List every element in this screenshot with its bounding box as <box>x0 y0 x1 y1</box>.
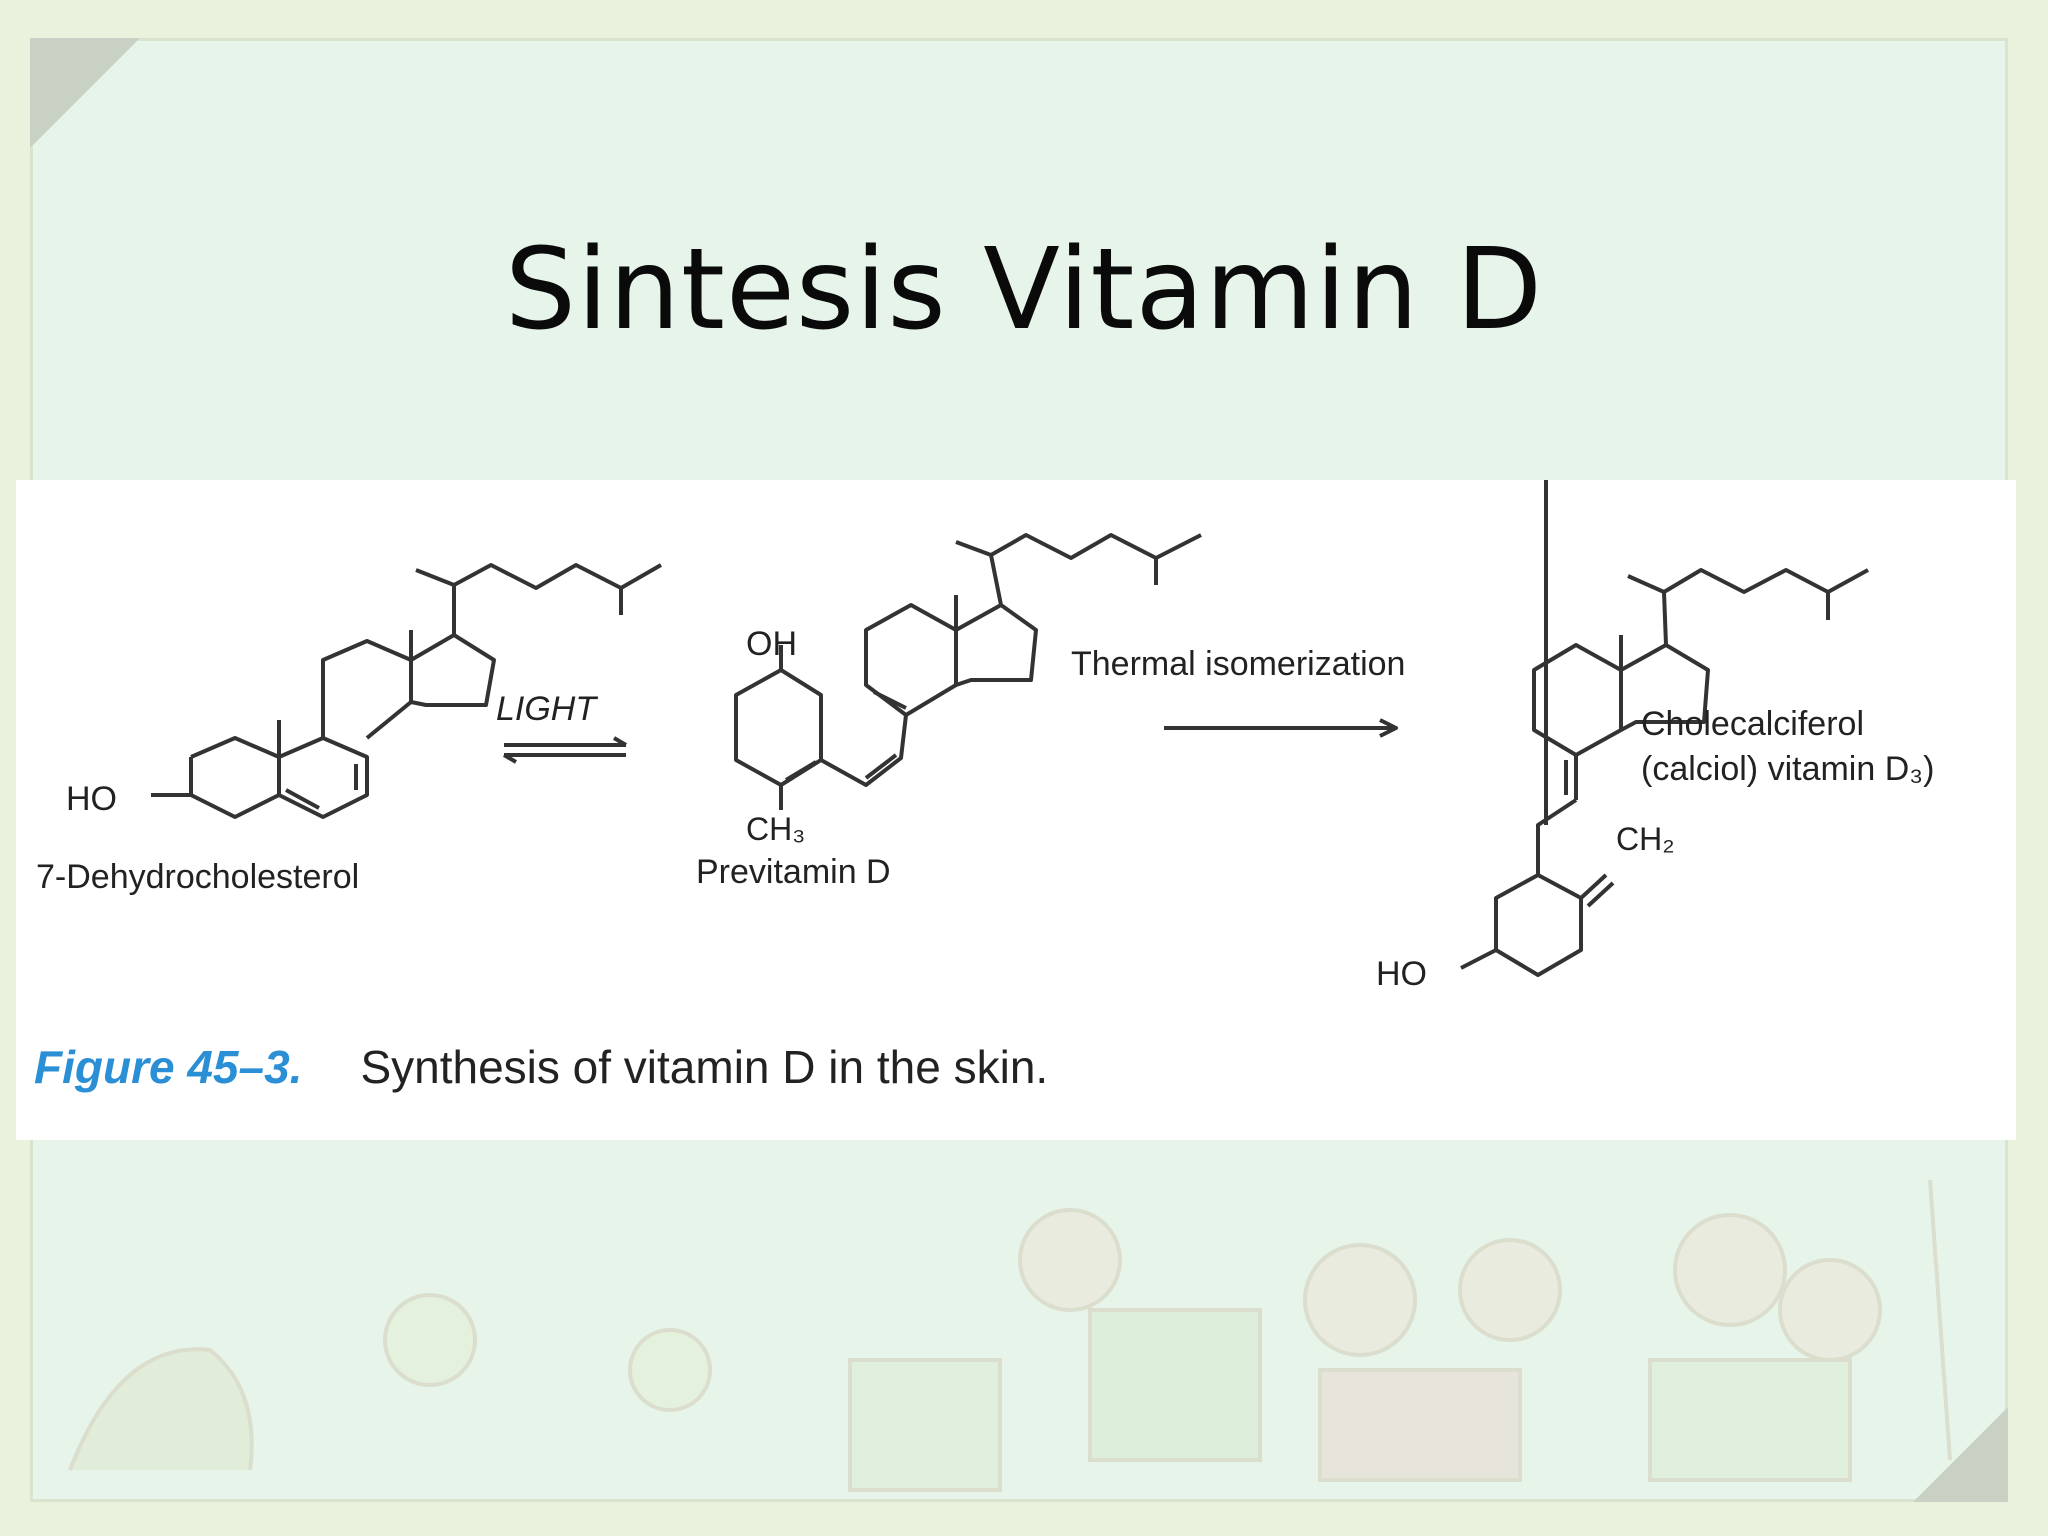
thermal-isomerization-arrow <box>1164 718 1398 738</box>
ch2-label: CH₂ <box>1616 821 1675 857</box>
figure-caption-text: Synthesis of vitamin D in the skin. <box>360 1041 1049 1093</box>
dehydrocholesterol-structure <box>151 563 662 819</box>
light-equilibrium-arrows <box>502 736 628 764</box>
ho-label-cholecalciferol: HO <box>1376 955 1427 993</box>
vitamin-d-synthesis-diagram: HO 7-Dehydrocholesterol LIGHT OH CH₃ Pre… <box>36 480 1934 993</box>
figure-caption: Figure 45–3. Synthesis of vitamin D in th… <box>34 1040 1048 1094</box>
cholecalciferol-label: Cholecalciferol <box>1641 705 1864 743</box>
page-curl-top-left <box>30 38 140 148</box>
slide-title: Sintesis Vitamin D <box>504 225 1544 355</box>
previtamin-label: Previtamin D <box>696 853 891 891</box>
cholecalciferol-structure <box>1460 480 1869 977</box>
cartoon-decoration <box>68 1179 1952 1492</box>
ho-label-dehydro: HO <box>66 780 117 818</box>
ch3-label-previtamin: CH₃ <box>746 811 805 847</box>
light-label: LIGHT <box>496 690 598 728</box>
previtamin-structure <box>734 533 1202 810</box>
dehydrocholesterol-label: 7-Dehydrocholesterol <box>36 858 359 896</box>
thermal-isomerization-label: Thermal isomerization <box>1071 645 1405 683</box>
calciol-label: (calciol) vitamin D₃) <box>1641 750 1934 788</box>
figure-panel: HO 7-Dehydrocholesterol LIGHT OH CH₃ Pre… <box>16 480 2016 1140</box>
figure-number: Figure 45–3. <box>34 1041 303 1093</box>
oh-label-previtamin: OH <box>746 625 797 663</box>
page-curl-bottom-right <box>1913 1407 2008 1502</box>
